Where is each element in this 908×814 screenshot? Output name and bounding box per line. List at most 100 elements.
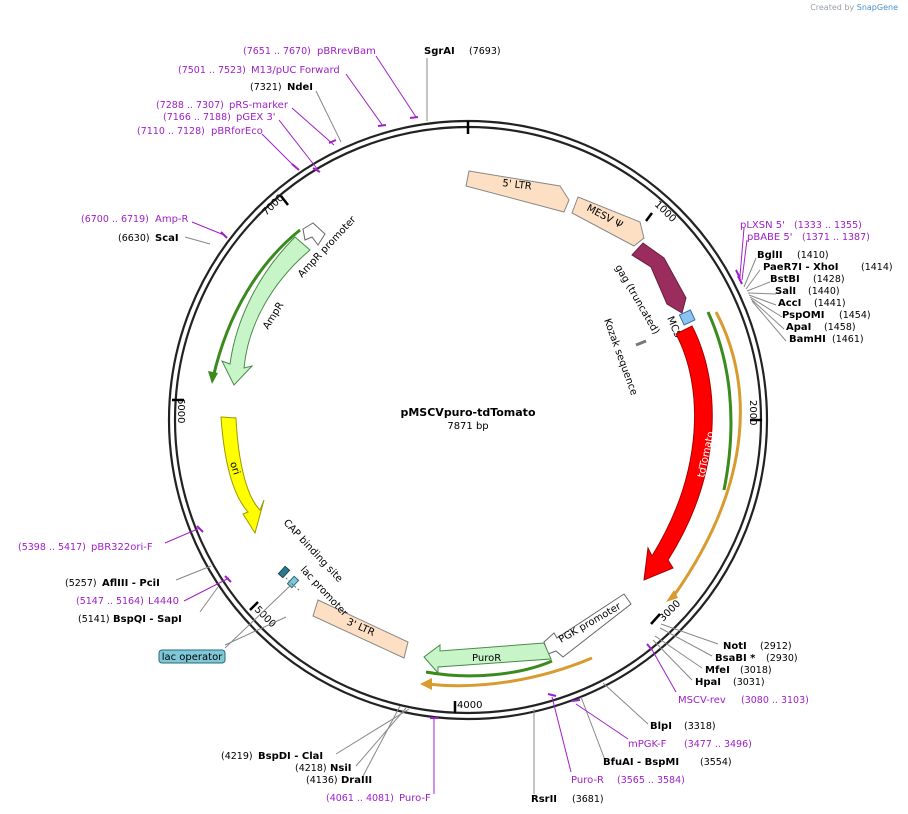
primer-leaders — [164, 55, 748, 794]
site-bsabi-pos: (2930) — [766, 653, 798, 664]
feature-mesv — [571, 196, 645, 247]
primer-purof-name: Puro-F — [399, 793, 431, 804]
primer-plxsn-name: pLXSN 5' — [740, 220, 785, 231]
site-bfuai-pos: (3554) — [700, 757, 732, 768]
feature-label-5ltr: 5' LTR — [502, 178, 533, 193]
orf-arrow-ampr-green — [211, 228, 301, 379]
feature-lacop — [286, 575, 300, 589]
primer-pgex-range: (7166 .. 7188) — [163, 112, 231, 123]
site-noti-pos: (2912) — [760, 641, 792, 652]
site-bsabi-name: BsaBI * — [715, 653, 756, 664]
site-bglii-name: BglII — [757, 250, 783, 261]
site-afliii-pos: (5257) — [65, 578, 97, 589]
feature-5ltr — [465, 170, 570, 213]
primer-pbrrevbam-name: pBRrevBam — [317, 46, 376, 57]
primer-l4440-name: L4440 — [148, 596, 179, 607]
feature-cap — [277, 565, 291, 579]
feature-label-ori: ori — [227, 461, 241, 477]
site-apai-name: ApaI — [786, 322, 811, 333]
site-sali-name: SalI — [775, 286, 796, 297]
site-xhoi-name: PaeR7I - XhoI — [763, 262, 839, 273]
primer-mscvrev-range: (3080 .. 3103) — [741, 695, 809, 706]
site-afliii-name: AflIII - PciI — [102, 578, 160, 589]
primer-prs-name: pRS-marker — [229, 100, 289, 111]
site-leader-ndei — [315, 90, 342, 143]
primer-ampr-range: (6700 .. 6719) — [81, 214, 149, 225]
feature-mcs — [678, 309, 696, 326]
site-bfuai-name: BfuAI - BspMI — [603, 757, 679, 768]
orf-arrow-puror-green — [425, 659, 553, 678]
site-draiii-name: DraIII — [341, 775, 372, 786]
primer-prs-range: (7288 .. 7307) — [156, 100, 224, 111]
site-blpi-name: BlpI — [650, 721, 672, 732]
primer-puror-range: (3565 .. 3584) — [617, 775, 685, 786]
site-hpai-name: HpaI — [695, 677, 721, 688]
primer-pbabe-name: pBABE 5' — [747, 232, 793, 243]
primer-pbr322ori-name: pBR322ori-F — [91, 542, 153, 553]
primer-pbabe-range: (1371 .. 1387) — [802, 232, 870, 243]
primer-pgex-name: pGEX 3' — [236, 112, 276, 123]
snapgene-brand: SnapGene — [856, 3, 898, 12]
primer-mpgkf-name: mPGK-F — [628, 739, 667, 750]
site-mfei-name: MfeI — [705, 665, 730, 676]
site-blpi-pos: (3318) — [684, 721, 716, 732]
feature-ampr — [220, 236, 311, 386]
primer-m13-name: M13/pUC Forward — [251, 65, 340, 76]
site-scai-name: ScaI — [155, 233, 179, 244]
primer-purof-range: (4061 .. 4081) — [326, 793, 394, 804]
primer-pbrforeco-range: (7110 .. 7128) — [137, 126, 205, 137]
site-rsrii-name: RsrII — [531, 794, 557, 805]
plasmid-length: 7871 bp — [447, 421, 488, 432]
lacop-callout-label: lac operator — [162, 652, 223, 663]
feature-lacprom — [282, 574, 301, 592]
site-noti-name: NotI — [723, 641, 747, 652]
site-nsii-name: NsiI — [330, 763, 351, 774]
feature-3ltr — [312, 599, 409, 659]
site-cluster-3000 — [533, 623, 719, 794]
feature-label-pgk: PGK promoter — [557, 601, 624, 646]
primer-puror-name: Puro-R — [571, 775, 604, 786]
feature-label-puror: PuroR — [472, 653, 501, 664]
primer-l4440-range: (5147 .. 5164) — [76, 596, 144, 607]
site-scai-pos: (6630) — [118, 233, 150, 244]
site-hpai-pos: (3031) — [733, 677, 765, 688]
orf-arrow-tdtomato-orange — [671, 311, 742, 598]
orf-arrowhead-ampr-green — [208, 371, 218, 384]
plasmid-name: pMSCVpuro-tdTomato — [400, 406, 535, 419]
major-ticks — [172, 121, 762, 713]
lacop-leader — [224, 584, 292, 649]
primer-mscvrev-name: MSCV-rev — [678, 695, 726, 706]
site-pspomi-name: PspOMI — [782, 310, 824, 321]
site-acci-pos: (1441) — [814, 298, 846, 309]
tick-label-3000: 3000 — [657, 598, 683, 624]
feature-amprprom — [302, 222, 326, 246]
site-ndei-pos: (7321) — [250, 82, 282, 93]
feature-ori — [220, 416, 265, 535]
site-bspqi-name: BspQI - SapI — [113, 614, 182, 625]
site-rsrii-pos: (3681) — [572, 794, 604, 805]
site-apai-pos: (1458) — [824, 322, 856, 333]
site-acci-name: AccI — [778, 298, 801, 309]
primer-mpgkf-range: (3477 .. 3496) — [684, 739, 752, 750]
site-mfei-pos: (3018) — [740, 665, 772, 676]
primer-pbrrevbam-range: (7651 .. 7670) — [243, 46, 311, 57]
feature-label-ampr: AmpR — [261, 300, 286, 331]
feature-label-kozak: Kozak sequence — [601, 317, 639, 397]
tick-label-6000: 6000 — [175, 398, 186, 423]
site-bstbi-name: BstBI — [770, 274, 800, 285]
feature-puror — [423, 642, 552, 675]
feature-gag — [631, 242, 687, 314]
site-pspomi-pos: (1454) — [839, 310, 871, 321]
primer-ampr-name: Amp-R — [155, 214, 189, 225]
site-ndei-name: NdeI — [287, 82, 313, 93]
site-bspqi-pos: (5141) — [78, 614, 110, 625]
orf-arrowhead-puror-orange — [420, 678, 432, 690]
site-bamhi-pos: (1461) — [832, 334, 864, 345]
site-bglii-pos: (1410) — [797, 250, 829, 261]
tick-label-4000: 4000 — [457, 700, 482, 711]
site-sgrai-name: SgrAI — [424, 46, 455, 57]
site-bspdi-pos: (4219) — [221, 751, 253, 762]
feature-kozak — [635, 339, 647, 347]
orf-arrowhead-orange — [666, 590, 678, 602]
